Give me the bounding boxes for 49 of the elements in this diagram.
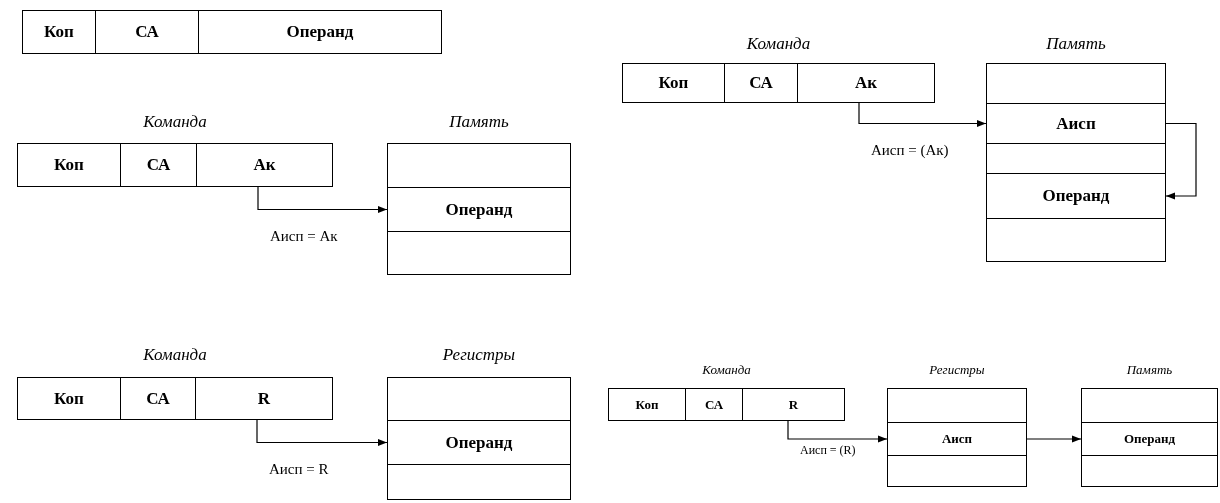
group-heading: Память bbox=[449, 112, 509, 132]
field-cell: Операнд bbox=[198, 10, 442, 54]
arrow bbox=[787, 420, 888, 443]
arrow bbox=[257, 186, 388, 214]
arrow bbox=[858, 102, 987, 128]
field-cell: R bbox=[195, 377, 333, 420]
field-box bbox=[387, 231, 571, 275]
field-cell: СА bbox=[95, 10, 199, 54]
group-heading: Команда bbox=[746, 34, 811, 54]
field-cell: Операнд bbox=[387, 187, 571, 232]
field-cell: Операнд bbox=[387, 420, 571, 465]
field-cell: СА bbox=[685, 388, 743, 421]
field-cell: СА bbox=[120, 143, 197, 187]
group-heading: Регистры bbox=[929, 362, 985, 378]
field-box bbox=[986, 143, 1166, 174]
field-cell: Коп bbox=[22, 10, 96, 54]
group-heading: Память bbox=[1126, 362, 1173, 378]
arrow bbox=[1026, 435, 1082, 443]
group-heading: Регистры bbox=[442, 345, 516, 365]
field-box bbox=[887, 455, 1027, 487]
field-cell: Коп bbox=[608, 388, 686, 421]
edge-label: Аисп = (Ак) bbox=[869, 141, 951, 159]
arrow bbox=[256, 419, 388, 447]
field-cell: СА bbox=[724, 63, 798, 103]
field-box bbox=[387, 143, 571, 188]
field-box bbox=[986, 63, 1166, 104]
field-cell: Аисп bbox=[887, 422, 1027, 456]
group-heading: Память bbox=[1046, 34, 1106, 54]
field-box bbox=[1081, 455, 1218, 487]
field-box bbox=[387, 377, 571, 421]
field-cell: СА bbox=[120, 377, 196, 420]
group-heading: Команда bbox=[702, 362, 751, 378]
field-cell: Аисп bbox=[986, 103, 1166, 144]
field-box bbox=[887, 388, 1027, 423]
field-box bbox=[1081, 388, 1218, 423]
field-cell: Коп bbox=[17, 377, 121, 420]
field-cell: Операнд bbox=[1081, 422, 1218, 456]
field-cell: Коп bbox=[622, 63, 725, 103]
field-box bbox=[986, 218, 1166, 262]
edge-label: Аисп = (R) bbox=[798, 443, 858, 458]
group-heading: Команда bbox=[143, 345, 207, 365]
field-cell: Ак bbox=[196, 143, 333, 187]
field-box bbox=[387, 464, 571, 500]
group-heading: Команда bbox=[143, 112, 207, 132]
arrow bbox=[1165, 122, 1197, 200]
field-cell: Операнд bbox=[986, 173, 1166, 219]
field-cell: R bbox=[742, 388, 845, 421]
field-cell: Коп bbox=[17, 143, 121, 187]
field-cell: Ак bbox=[797, 63, 935, 103]
